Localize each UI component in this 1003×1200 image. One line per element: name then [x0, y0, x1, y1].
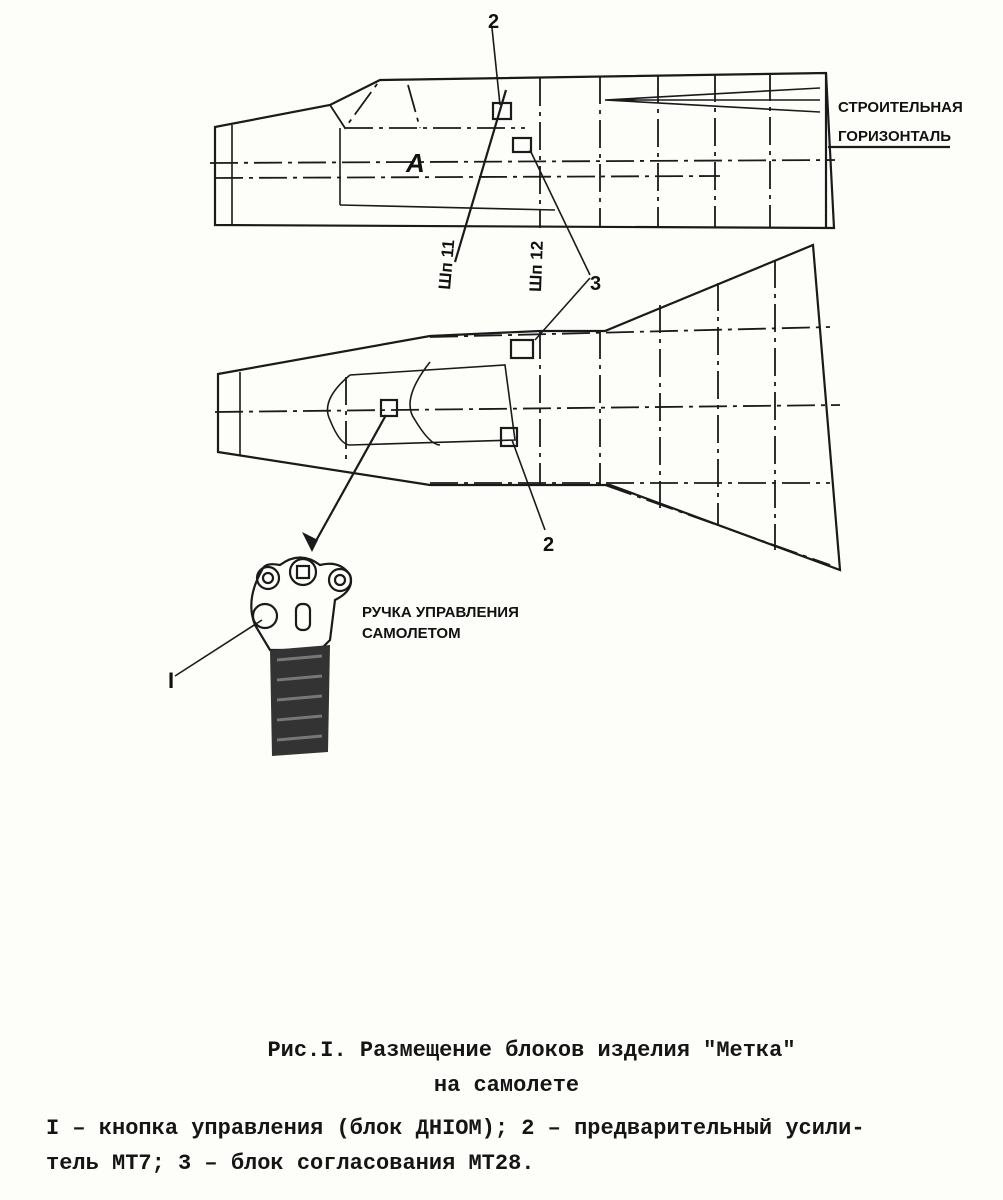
figure-caption-title: Рис.I. Размещение блоков изделия "Метка": [267, 1038, 796, 1063]
unit-1-plan: [379, 398, 399, 418]
frame-11-label: Шп 11: [435, 239, 458, 291]
handle-label-line2: САМОЛЕТОМ: [362, 625, 461, 642]
figure-legend-line1: I – кнопка управления (блок ДНIОМ); 2 – …: [46, 1116, 865, 1141]
unit-2-plan: [499, 426, 519, 448]
figure-caption-subtitle: на самолете: [433, 1073, 580, 1098]
callout-2-top: 2: [488, 11, 499, 33]
figure-legend-line2: тель МТ7; 3 – блок согласования МТ28.: [46, 1151, 535, 1176]
callout-3: 3: [590, 273, 601, 295]
unit-3-side: [511, 136, 533, 154]
handle-label-line1: РУЧКА УПРАВЛЕНИЯ: [362, 604, 519, 621]
aircraft-layout-drawing: A 2 Шп 11 Шп 12 СТРОИТЕЛЬНАЯ ГОРИЗОНТАЛЬ: [168, 11, 963, 756]
callout-1: I: [168, 668, 174, 693]
zone-a-label: A: [405, 148, 425, 178]
callout-2-bottom: 2: [543, 534, 554, 556]
frame-12-label: Шп 12: [526, 241, 547, 293]
control-stick: I РУЧКА УПРАВЛЕНИЯ САМОЛЕТОМ: [168, 556, 519, 756]
side-view: A 2 Шп 11 Шп 12 СТРОИТЕЛЬНАЯ ГОРИЗОНТАЛЬ: [209, 11, 963, 341]
unit-3-plan: [509, 338, 535, 360]
construction-horizontal-line2: ГОРИЗОНТАЛЬ: [838, 128, 951, 145]
construction-horizontal-line1: СТРОИТЕЛЬНАЯ: [838, 99, 963, 116]
plan-view: 3 2: [214, 243, 842, 572]
